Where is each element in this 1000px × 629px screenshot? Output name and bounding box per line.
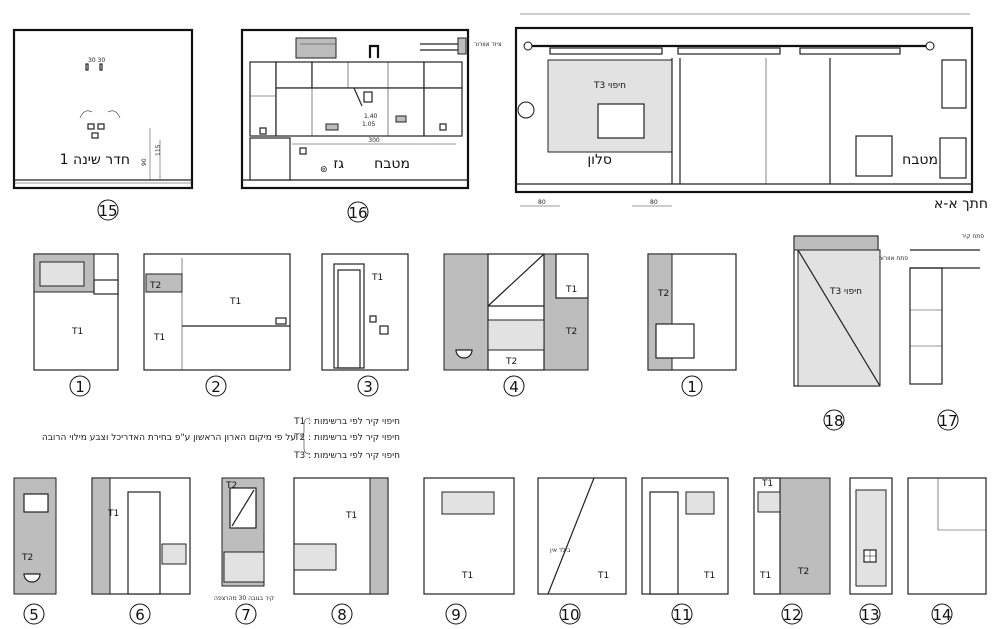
tag-t2: T2 xyxy=(565,327,577,337)
drawing-number-13: 13 xyxy=(860,606,879,624)
drawing-5: T2 xyxy=(13,477,57,595)
drawing-number-6: 6 xyxy=(135,606,145,624)
tag-t1: T1 xyxy=(761,479,773,489)
drawing-4: T1 T2 T2 xyxy=(443,253,589,371)
drawing-18: T3 חיפוי xyxy=(793,235,881,387)
dim-115: 115 xyxy=(155,144,162,156)
tag-t1: T1 xyxy=(759,571,771,581)
note-build-in: בילד אין xyxy=(550,547,571,554)
drawing-number-17: 17 xyxy=(938,412,957,430)
tag-t1: T1 xyxy=(461,571,473,581)
dim-1-40: 1.40 xyxy=(364,113,378,120)
drawing-number-1b: 1 xyxy=(687,378,697,396)
note-wall-opening: פתח קיר xyxy=(961,233,984,240)
drawing-number-11: 11 xyxy=(672,606,691,624)
tag-t2: T2 xyxy=(505,357,517,367)
drawing-number-18: 18 xyxy=(824,412,843,430)
drawing-12: T1 T1 T2 xyxy=(753,477,831,595)
drawing-7: T2 קיר בגובה 30 מהרצפה xyxy=(214,477,274,602)
gas-label: גז xyxy=(333,156,344,172)
tag-t1: T1 xyxy=(229,297,241,307)
legend-note: על פי מיקום הארון הראשון ע"פ בחירת האדרי… xyxy=(42,433,296,443)
drawing-number-4: 4 xyxy=(509,378,519,396)
note-pipe: ציוד אוורור xyxy=(474,41,502,48)
drawing-16: 300 ציוד אוורור 1.40 1.05 מטבח גז ⊚ xyxy=(240,28,502,190)
drawing-number-16: 16 xyxy=(348,204,367,222)
drawing-number-1: 1 xyxy=(75,378,85,396)
dim-80-a: 80 xyxy=(538,199,546,206)
drawing-number-9: 9 xyxy=(451,606,461,624)
tag-t1: T1 xyxy=(71,327,83,337)
room-label-salon: סלון xyxy=(587,152,612,168)
drawing-number-14: 14 xyxy=(932,606,951,624)
note-wall-low: קיר בגובה 30 מהרצפה xyxy=(214,595,274,602)
legend-t1: T1 : חיפוי קיר לפי ברשימות xyxy=(293,417,400,427)
drawing-number-8: 8 xyxy=(337,606,347,624)
drawing-17: פתח קיר פתח אוורור xyxy=(879,233,984,385)
cover-t3-label-b: T3 חיפוי xyxy=(829,287,862,297)
tag-t1: T1 xyxy=(107,509,119,519)
drawing-14 xyxy=(907,477,987,595)
drawing-number-5: 5 xyxy=(29,606,39,624)
drawing-number-10: 10 xyxy=(560,606,579,624)
section-title: חתך א-א xyxy=(934,196,988,212)
drawing-number-2: 2 xyxy=(211,378,221,396)
tag-t2: T2 xyxy=(797,567,809,577)
svg-text:⊚: ⊚ xyxy=(320,165,328,175)
tag-t1: T1 xyxy=(153,333,165,343)
drawing-number-12: 12 xyxy=(782,606,801,624)
tag-t1: T1 xyxy=(597,571,609,581)
tag-t2: T2 xyxy=(149,281,161,291)
drawing-6: T1 xyxy=(91,477,191,595)
tag-t2: T2 xyxy=(21,553,33,563)
room-label-kitchen-aa: מטבח xyxy=(902,152,938,168)
note-opening-vent: פתח אוורור xyxy=(879,255,908,262)
drawing-9: T1 xyxy=(423,477,515,595)
legend-t3: T3 : חיפוי קיר לפי ברשימות xyxy=(293,451,400,461)
tag-t1: T1 xyxy=(703,571,715,581)
drawing-8: T1 xyxy=(293,477,389,595)
dim-1-05: 1.05 xyxy=(362,121,376,128)
room-label-kitchen: מטבח xyxy=(374,156,410,172)
legend-t2: T2 : חיפוי קיר לפי ברשימות xyxy=(293,433,400,443)
dim-300: 300 xyxy=(368,137,380,144)
tag-t2: T2 xyxy=(225,481,237,491)
tag-t1: T1 xyxy=(565,285,577,295)
dim-90: 90 xyxy=(141,158,148,166)
drawing-number-3: 3 xyxy=(363,378,373,396)
tag-t2: T2 xyxy=(657,289,669,299)
legend: T1 : חיפוי קיר לפי ברשימות T2 : חיפוי קי… xyxy=(42,417,400,461)
drawing-13 xyxy=(849,477,893,595)
drawing-11: T1 xyxy=(641,477,729,595)
section-aa: T3 חיפוי סלון מטבח 80 80 xyxy=(514,13,974,207)
drawing-number-7: 7 xyxy=(241,606,251,624)
drawing-2: T2 T1 T1 xyxy=(143,253,291,371)
drawing-1b: T2 xyxy=(647,253,737,371)
cover-t3-label: T3 חיפוי xyxy=(593,81,626,91)
dim-80-b: 80 xyxy=(650,199,658,206)
tag-t1: T1 xyxy=(371,273,383,283)
drawing-15: 30 30 90 115 חדר שינה 1 xyxy=(12,28,194,190)
room-label-bedroom: חדר שינה 1 xyxy=(60,152,130,168)
svg-text:30 30: 30 30 xyxy=(88,57,105,64)
drawing-3: T1 xyxy=(321,253,409,371)
drawing-number-15: 15 xyxy=(98,202,117,220)
drawing-10: בילד אין T1 xyxy=(537,477,627,595)
tag-t1: T1 xyxy=(345,511,357,521)
drawing-1: T1 xyxy=(33,253,119,371)
